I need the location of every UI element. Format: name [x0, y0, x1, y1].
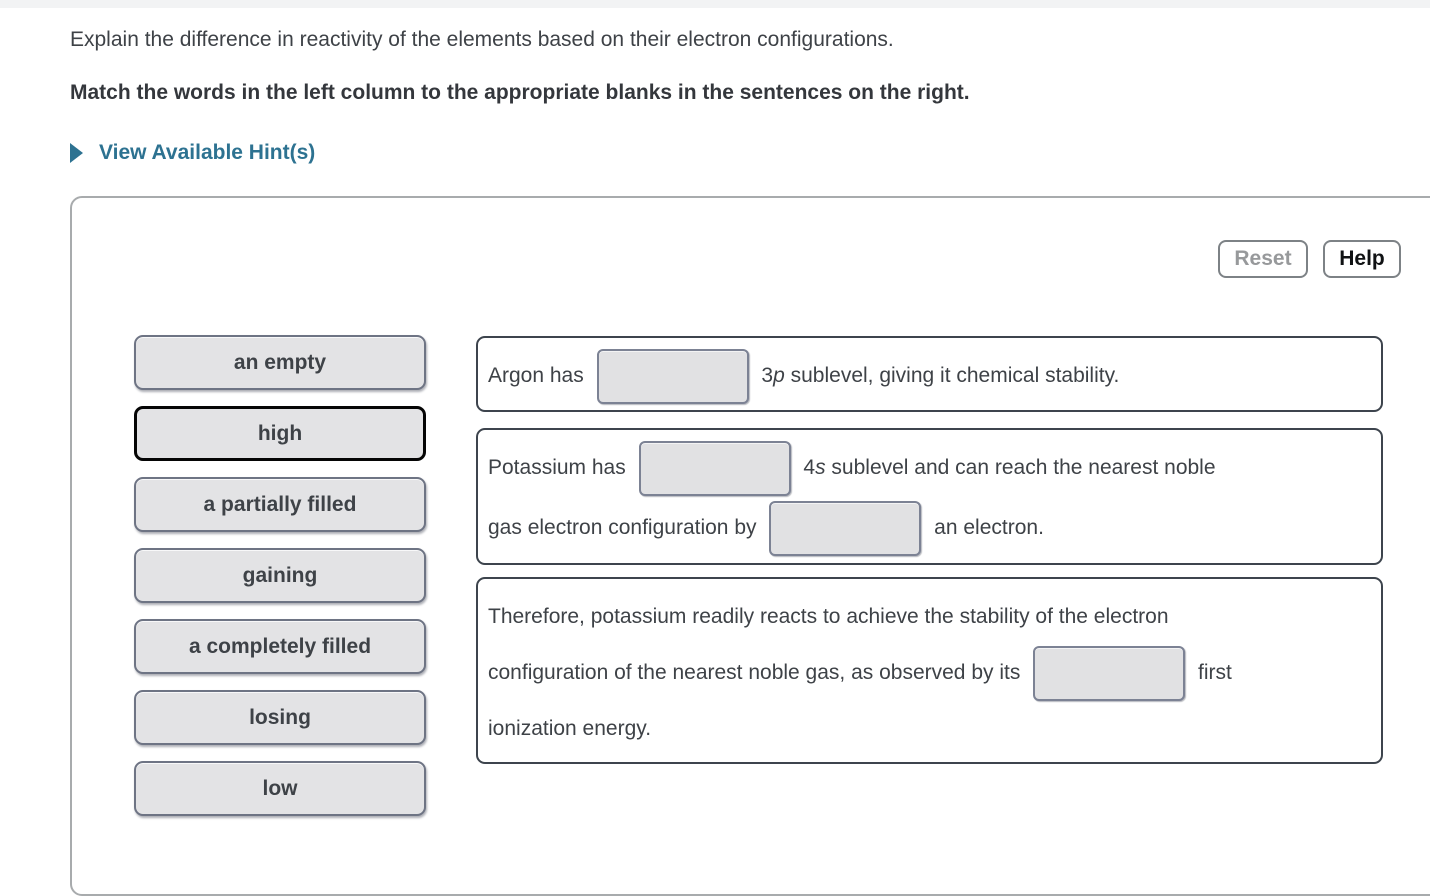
- sentence-text-part: sublevel and can reach the nearest noble: [825, 456, 1216, 479]
- sentence-text-part: Potassium has: [488, 456, 632, 479]
- sentence-text-part: ionization energy.: [488, 717, 652, 740]
- sentence-box-potassium: Potassium has 4s sublevel and can reach …: [476, 428, 1383, 565]
- matching-activity-panel: Reset Help an empty high a partially fil…: [70, 196, 1430, 896]
- sentence-text-part: 3: [755, 364, 774, 387]
- sentence-text-part: Therefore, potassium readily reacts to a…: [488, 605, 1169, 628]
- word-tile[interactable]: losing: [134, 690, 426, 745]
- sentence-text-part: an electron.: [928, 516, 1044, 539]
- view-hints-link[interactable]: View Available Hint(s): [70, 141, 315, 165]
- reset-button[interactable]: Reset: [1218, 240, 1308, 278]
- help-button[interactable]: Help: [1323, 240, 1401, 278]
- sentence-text-part: gas electron configuration by: [488, 516, 763, 539]
- view-hints-label: View Available Hint(s): [99, 141, 316, 164]
- question-text: Explain the difference in reactivity of …: [70, 28, 894, 51]
- sentence-text-part: sublevel, giving it chemical stability.: [784, 364, 1120, 387]
- sentence-text-part: Argon has: [488, 364, 590, 387]
- sentence-text-part-italic: s: [815, 456, 826, 479]
- word-tile[interactable]: an empty: [134, 335, 426, 390]
- sentence-box-conclusion: Therefore, potassium readily reacts to a…: [476, 577, 1383, 764]
- sentence-text-part: configuration of the nearest noble gas, …: [488, 661, 1027, 684]
- answer-blank[interactable]: [596, 348, 749, 404]
- word-bank: an empty high a partially filled gaining…: [134, 335, 426, 832]
- instruction-text: Match the words in the left column to th…: [70, 81, 970, 104]
- sentence-column: Argon has 3p sublevel, giving it chemica…: [476, 336, 1383, 764]
- sentence-text-part: first: [1192, 661, 1232, 684]
- page-top-strip: [0, 0, 1430, 8]
- answer-blank[interactable]: [638, 440, 791, 496]
- word-tile[interactable]: low: [134, 761, 426, 816]
- answer-blank[interactable]: [1033, 645, 1186, 701]
- sentence-box-argon: Argon has 3p sublevel, giving it chemica…: [476, 336, 1383, 412]
- word-tile[interactable]: high: [134, 406, 426, 461]
- word-tile[interactable]: gaining: [134, 548, 426, 603]
- word-tile[interactable]: a completely filled: [134, 619, 426, 674]
- disclosure-triangle-icon: [70, 143, 83, 163]
- sentence-text-part-italic: p: [773, 364, 785, 387]
- word-tile[interactable]: a partially filled: [134, 477, 426, 532]
- answer-blank[interactable]: [769, 500, 922, 556]
- sentence-text-part: 4: [797, 456, 816, 479]
